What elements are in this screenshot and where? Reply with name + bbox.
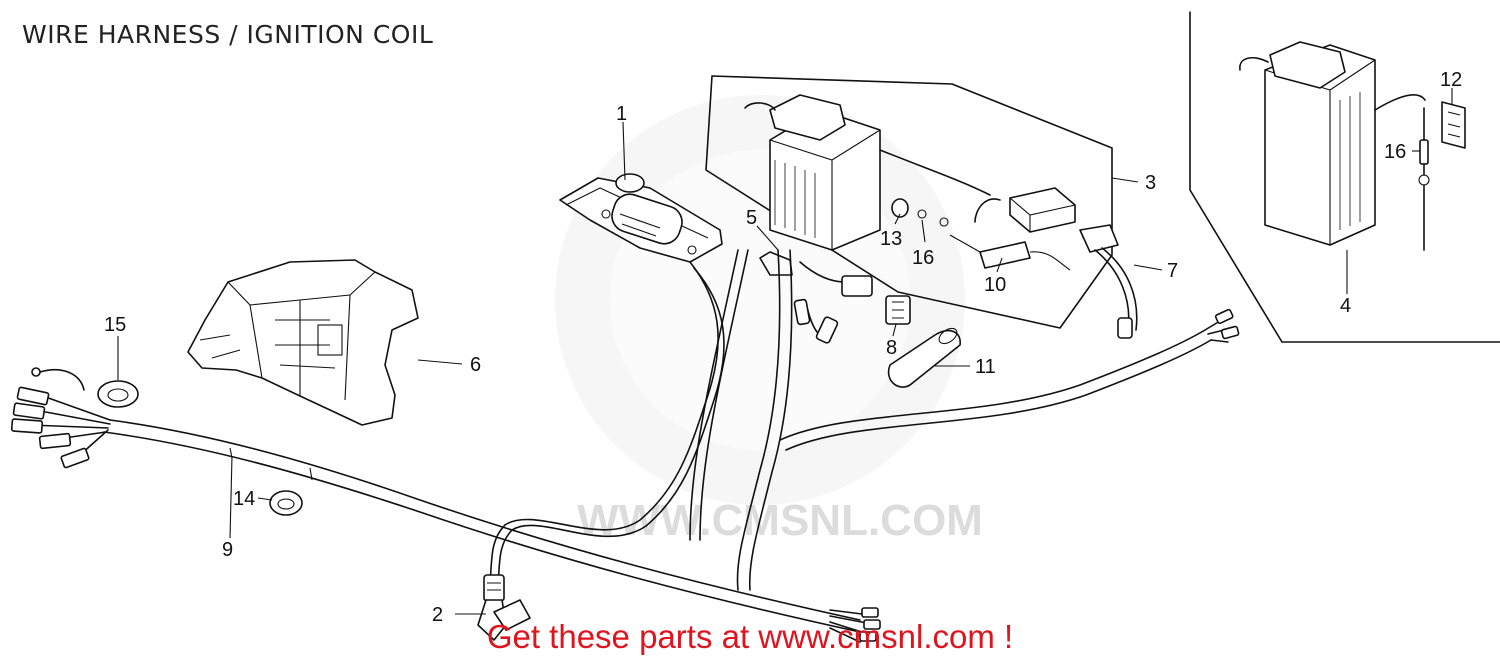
connector-group <box>759 251 873 344</box>
callout-8: 8 <box>886 337 897 359</box>
callout-1: 1 <box>616 103 627 125</box>
inset-frame <box>1189 11 1500 343</box>
starter-relay <box>1009 187 1138 339</box>
main-harness <box>10 367 881 643</box>
watermark-text: WWW.CMSNL.COM <box>577 496 983 545</box>
callout-9: 9 <box>222 539 233 561</box>
watermark: WWW.CMSNL.COM <box>555 95 983 545</box>
callout-5: 5 <box>746 207 757 229</box>
callout-3: 3 <box>1145 172 1156 194</box>
battery-tray <box>187 259 419 426</box>
fuse <box>1419 139 1429 165</box>
callout-11: 11 <box>975 356 996 378</box>
callout-14: 14 <box>233 488 255 510</box>
diagram-title: WIRE HARNESS / IGNITION COIL <box>22 20 434 49</box>
leader-lines <box>117 88 1453 615</box>
callout-16-inset: 16 <box>1384 141 1406 163</box>
callout-10: 10 <box>984 274 1006 296</box>
callout-12: 12 <box>1440 69 1462 91</box>
cmsnl-footer-banner: Get these parts at www.cmsnl.com ! <box>486 618 1014 655</box>
battery <box>744 94 881 251</box>
callout-4: 4 <box>1340 295 1351 317</box>
callout-7: 7 <box>1167 260 1178 282</box>
callout-13: 13 <box>880 228 902 250</box>
grommet-15 <box>97 380 139 408</box>
callout-16: 16 <box>912 247 934 269</box>
fuse-holder <box>979 241 1031 269</box>
exploded-frame <box>705 75 1113 329</box>
callout-2: 2 <box>432 604 443 626</box>
spark-plug-cap <box>477 574 531 641</box>
battery-inset <box>1239 41 1426 246</box>
grommet-14 <box>269 490 303 516</box>
fuse-holder-cap <box>891 198 909 218</box>
callouts: 1 2 3 4 5 6 7 8 9 10 11 12 13 14 15 16 1… <box>104 69 1462 626</box>
callout-6: 6 <box>470 354 481 376</box>
callout-15: 15 <box>104 314 126 336</box>
ignition-coil <box>559 173 723 263</box>
